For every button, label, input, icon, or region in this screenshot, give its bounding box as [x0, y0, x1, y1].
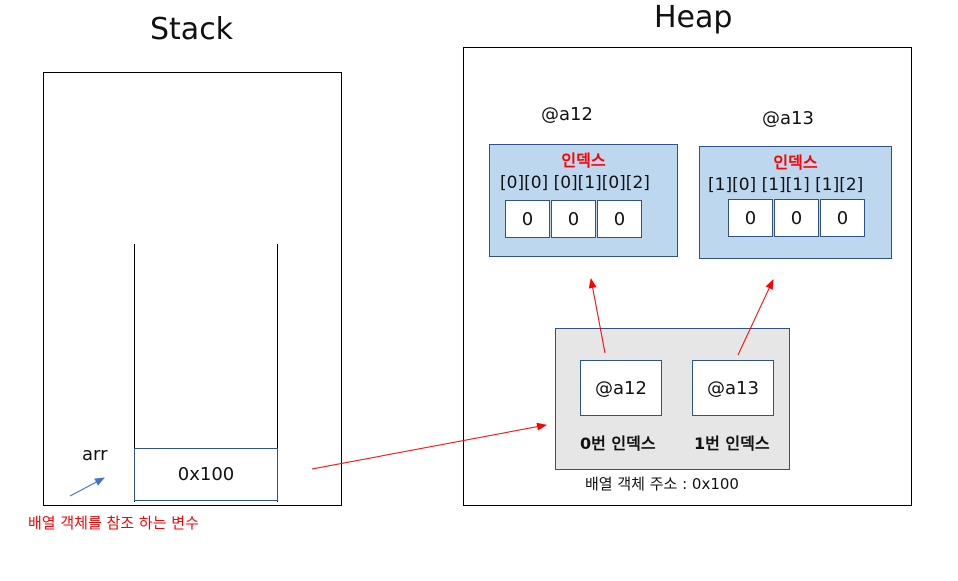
row0-index-labels: [0][0] [0][1][0][2]: [500, 173, 650, 193]
stack-title: Stack: [150, 12, 234, 47]
outer-caption: 배열 객체 주소 : 0x100: [585, 475, 739, 493]
outer-label-1: 1번 인덱스: [694, 434, 770, 453]
stack-variable-name: arr: [82, 444, 108, 465]
outer-ref-0: @a12: [580, 360, 662, 416]
arrow-ref0-to-row0: [588, 278, 606, 354]
stack-right-wall: [277, 244, 278, 502]
row0-index-title: 인덱스: [561, 151, 606, 170]
stack-frame: [43, 72, 342, 506]
row1-array: 인덱스 [1][0] [1][1] [1][2] 0 0 0: [699, 146, 892, 259]
row1-index-title: 인덱스: [773, 153, 818, 172]
row0-cell-0: 0: [505, 200, 550, 238]
stack-variable-value: 0x100: [177, 464, 235, 485]
stack-variable-note: 배열 객체를 참조 하는 변수: [28, 514, 199, 532]
outer-array: @a12 @a13 0번 인덱스 1번 인덱스: [555, 328, 790, 470]
row1-cell-0: 0: [728, 199, 773, 237]
row0-array: 인덱스 [0][0] [0][1][0][2] 0 0 0: [489, 144, 678, 257]
row0-address: @a12: [541, 104, 593, 125]
arrow-note-to-variable: [69, 477, 105, 497]
row0-cell-1: 0: [551, 200, 596, 238]
heap-title: Heap: [654, 0, 733, 35]
row1-cell-1: 0: [774, 199, 819, 237]
row1-cell-2: 0: [820, 199, 865, 237]
stack-variable-cell: 0x100: [134, 448, 278, 501]
outer-label-0: 0번 인덱스: [580, 434, 656, 453]
stack-left-wall: [134, 244, 135, 502]
row0-cell-2: 0: [597, 200, 642, 238]
arrow-ref1-to-row1: [737, 279, 774, 356]
row1-index-labels: [1][0] [1][1] [1][2]: [708, 175, 864, 195]
outer-ref-1: @a13: [692, 360, 774, 416]
arrow-stack-to-heap: [311, 422, 547, 470]
row1-address: @a13: [762, 108, 814, 129]
